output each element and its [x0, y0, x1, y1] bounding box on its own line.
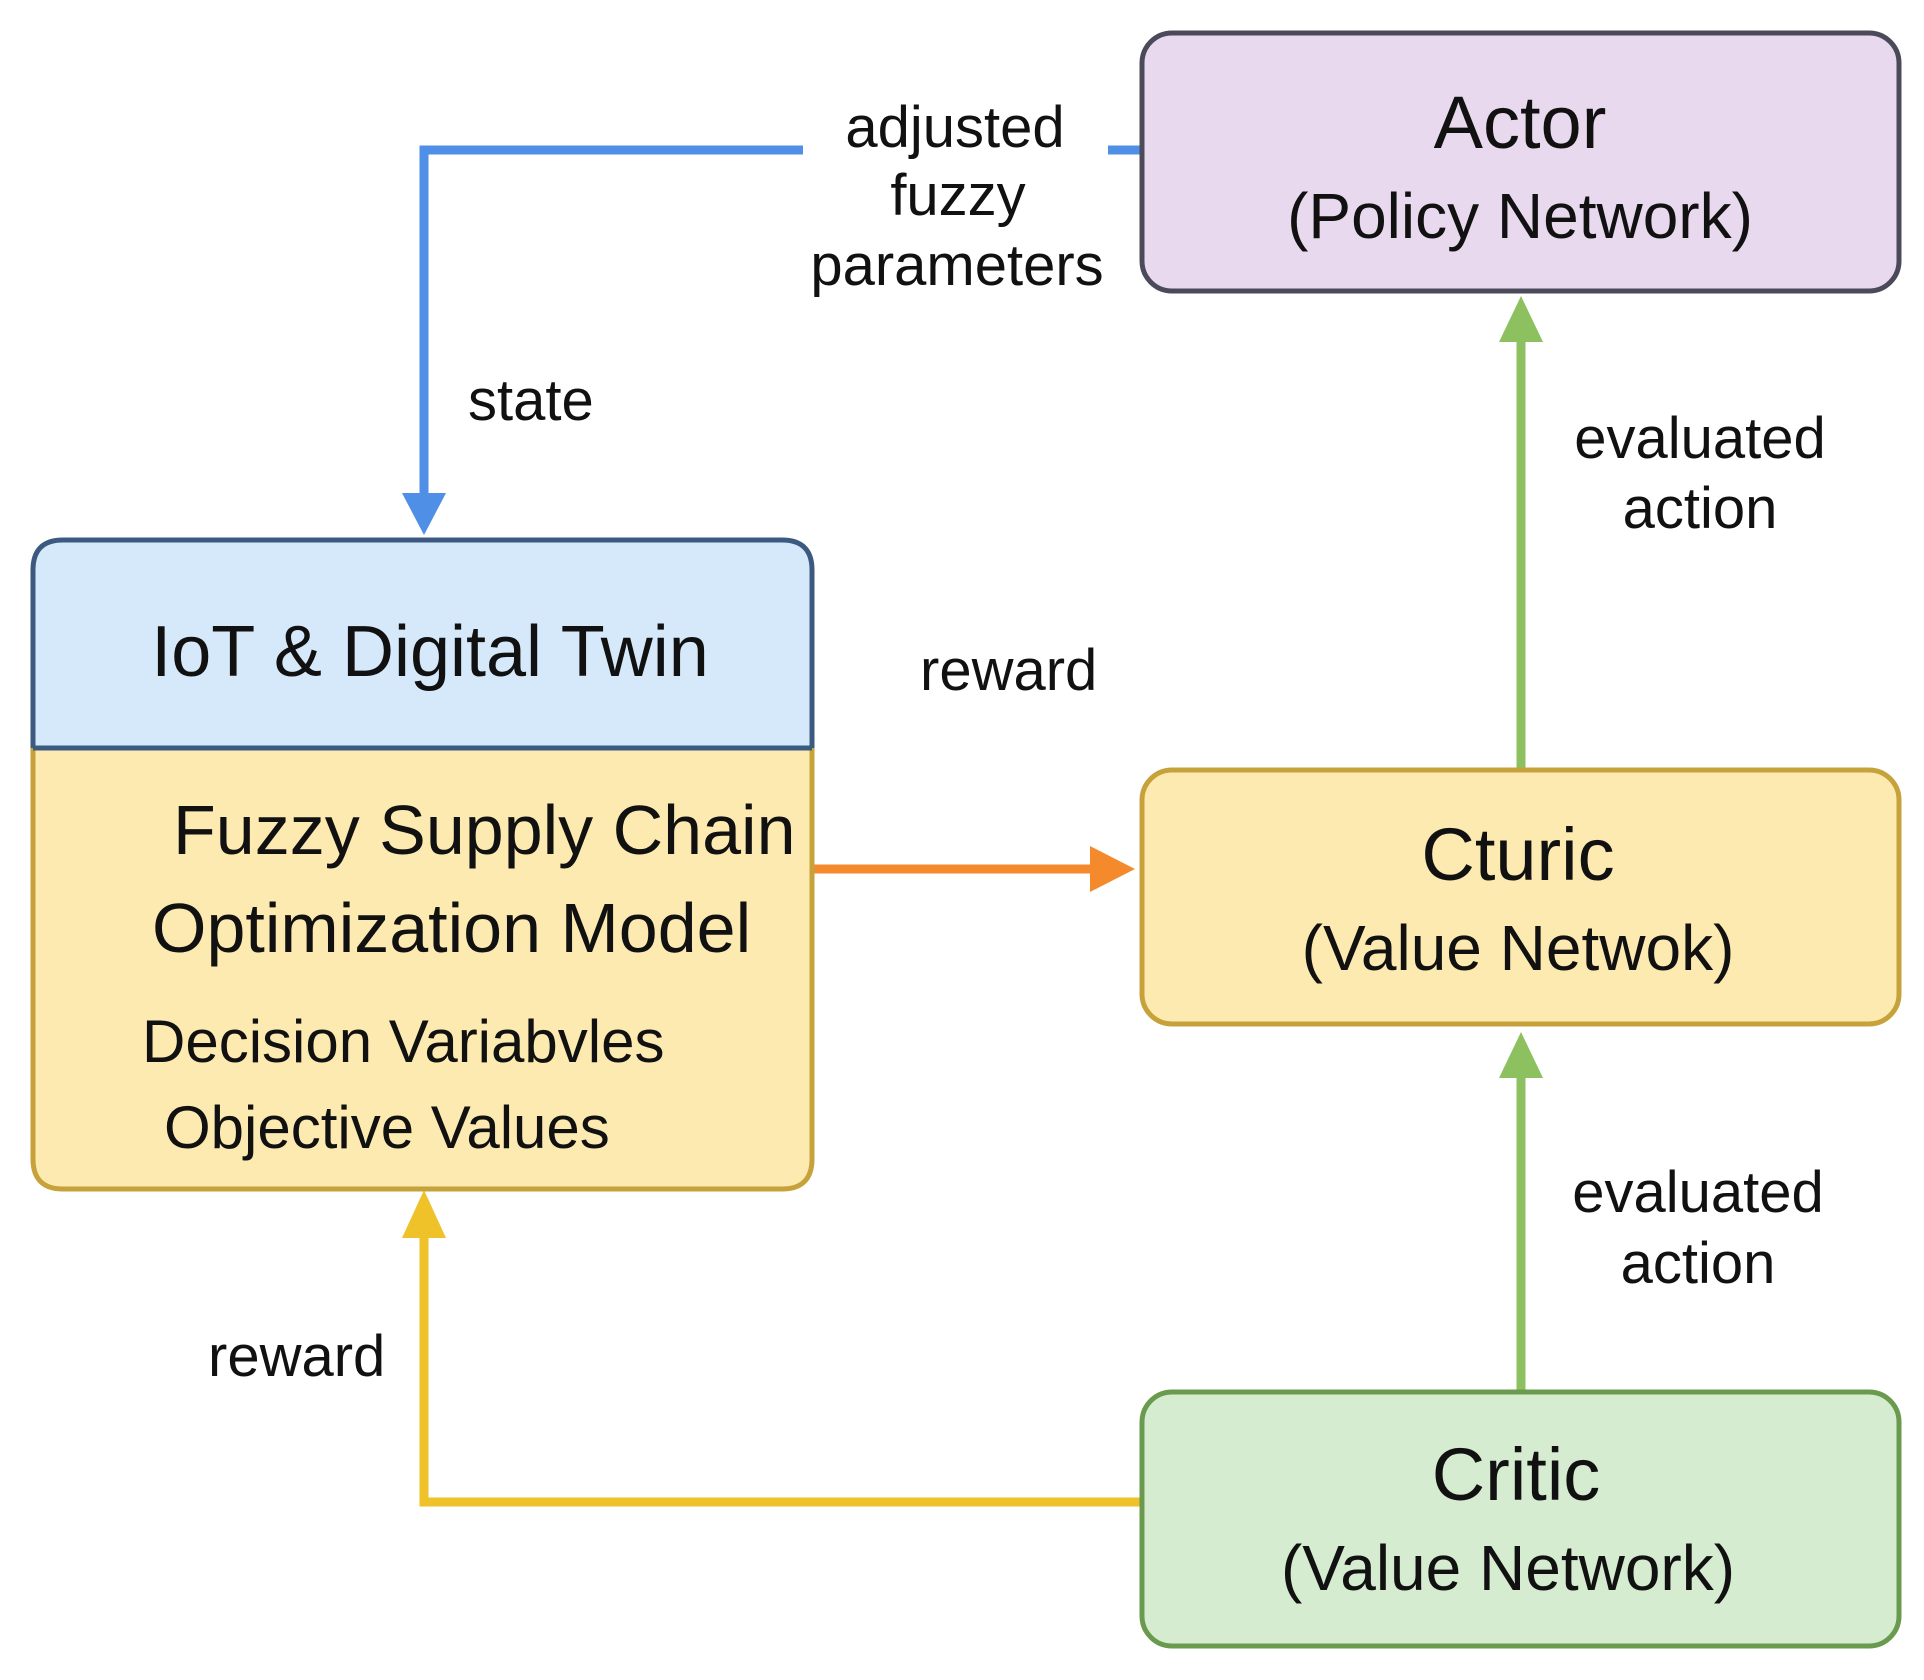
- label-evaluated-action-lower: evaluated action: [1572, 1160, 1824, 1296]
- reward-arrowhead-up: [402, 1190, 446, 1238]
- critic-subtitle: (Value Network): [1281, 1532, 1735, 1604]
- evaluated-arrowhead-lower: [1499, 1032, 1543, 1078]
- node-cturic: Cturic (Value Netwok): [1139, 767, 1902, 1027]
- iot-header-border: [30, 537, 815, 748]
- node-actor: Actor (Policy Network): [1139, 30, 1902, 294]
- model-title-line1: Fuzzy Supply Chain: [173, 791, 796, 869]
- cturic-box: [1139, 767, 1902, 1027]
- reward-arrowhead-right: [1090, 846, 1135, 892]
- model-body-border: [30, 748, 815, 1192]
- label-adjusted: adjusted: [845, 95, 1064, 160]
- edge-evaluated-to-actor: [1499, 296, 1543, 770]
- edge-reward-from-critic: [402, 1190, 1142, 1507]
- iot-header-fill: [33, 540, 812, 748]
- iot-title: IoT & Digital Twin: [151, 612, 709, 692]
- label-parameters: parameters: [810, 233, 1103, 298]
- reward-arrow-up-line: [419, 1232, 1142, 1507]
- label-evaluated-lower: evaluated: [1572, 1160, 1824, 1225]
- edge-adjusted-fuzzy-parameters: [402, 145, 1142, 535]
- node-iot-model: IoT & Digital Twin Fuzzy Supply Chain Op…: [30, 537, 815, 1192]
- label-reward-left: reward: [208, 1324, 385, 1389]
- label-reward-right: reward: [920, 638, 1097, 703]
- label-evaluated-upper: evaluated: [1574, 406, 1826, 471]
- actor-subtitle: (Policy Network): [1287, 180, 1753, 252]
- model-title-line2: Optimization Model: [152, 889, 751, 967]
- label-action-upper: action: [1623, 476, 1778, 541]
- model-item-objective-values: Objective Values: [164, 1094, 610, 1161]
- cturic-title: Cturic: [1421, 813, 1614, 896]
- state-arrowhead: [402, 493, 446, 535]
- model-body-fill: [33, 748, 812, 1189]
- actor-box: [1139, 30, 1902, 294]
- state-arrow-line: [419, 145, 803, 505]
- node-critic: Critic (Value Network): [1139, 1389, 1902, 1649]
- edge-evaluated-to-cturic: [1499, 1032, 1543, 1392]
- cturic-subtitle: (Value Netwok): [1302, 912, 1735, 984]
- label-adjusted-fuzzy-parameters: adjusted fuzzy parameters: [810, 95, 1103, 298]
- model-item-decision-variables: Decision Variabvles: [142, 1008, 664, 1075]
- label-fuzzy: fuzzy: [890, 163, 1025, 228]
- critic-title: Critic: [1432, 1433, 1601, 1516]
- critic-box: [1139, 1389, 1902, 1649]
- actor-title: Actor: [1434, 81, 1607, 164]
- label-state: state: [468, 368, 594, 433]
- edge-reward-to-cturic: [812, 846, 1135, 892]
- label-evaluated-action-upper: evaluated action: [1574, 406, 1826, 541]
- label-action-lower: action: [1621, 1231, 1776, 1296]
- evaluated-arrowhead-upper: [1499, 296, 1543, 342]
